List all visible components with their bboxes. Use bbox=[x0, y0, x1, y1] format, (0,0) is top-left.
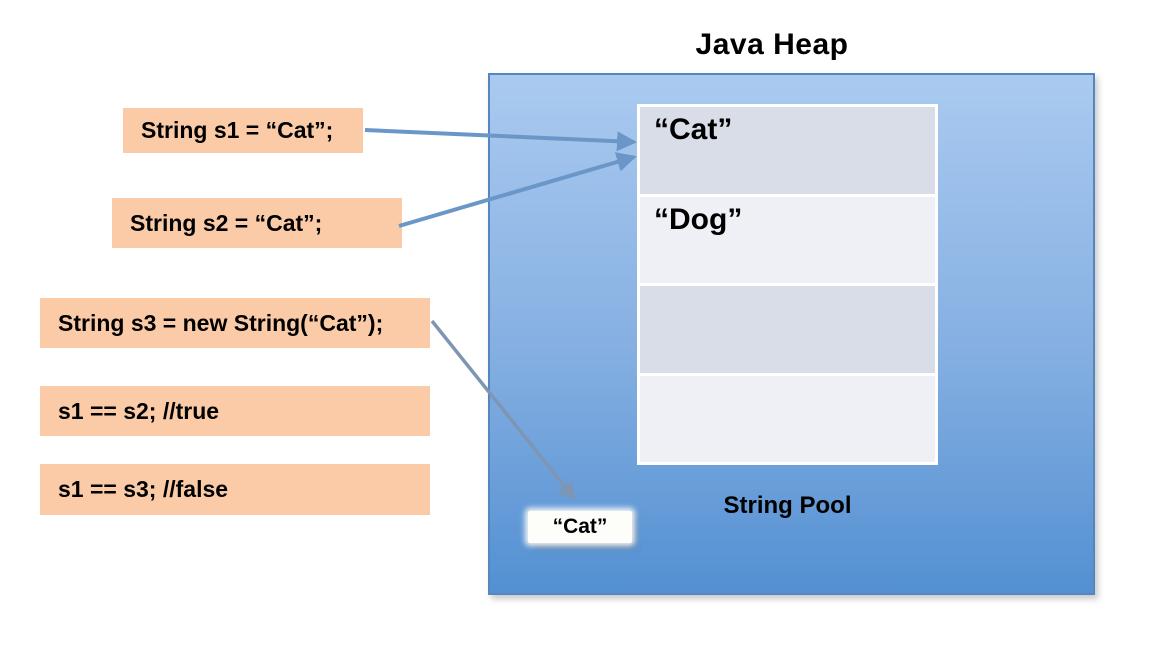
pool-cell-empty-1 bbox=[640, 286, 935, 373]
code-box-s3-assignment: String s3 = new String(“Cat”); bbox=[40, 298, 430, 348]
code-box-s1-assignment: String s1 = “Cat”; bbox=[123, 108, 363, 153]
java-heap-title: Java Heap bbox=[695, 28, 849, 61]
pool-cell-cat: “Cat” bbox=[640, 107, 935, 194]
string-pool-label: String Pool bbox=[723, 492, 852, 519]
string-pool-table: “Cat” “Dog” bbox=[637, 104, 938, 465]
pool-cell-dog: “Dog” bbox=[640, 196, 935, 283]
code-box-s2-assignment: String s2 = “Cat”; bbox=[112, 198, 402, 248]
pool-cell-empty-2 bbox=[640, 375, 935, 462]
heap-cat-object: “Cat” bbox=[528, 511, 632, 543]
code-box-compare-s1-s3: s1 == s3; //false bbox=[40, 464, 430, 515]
code-box-compare-s1-s2: s1 == s2; //true bbox=[40, 386, 430, 436]
